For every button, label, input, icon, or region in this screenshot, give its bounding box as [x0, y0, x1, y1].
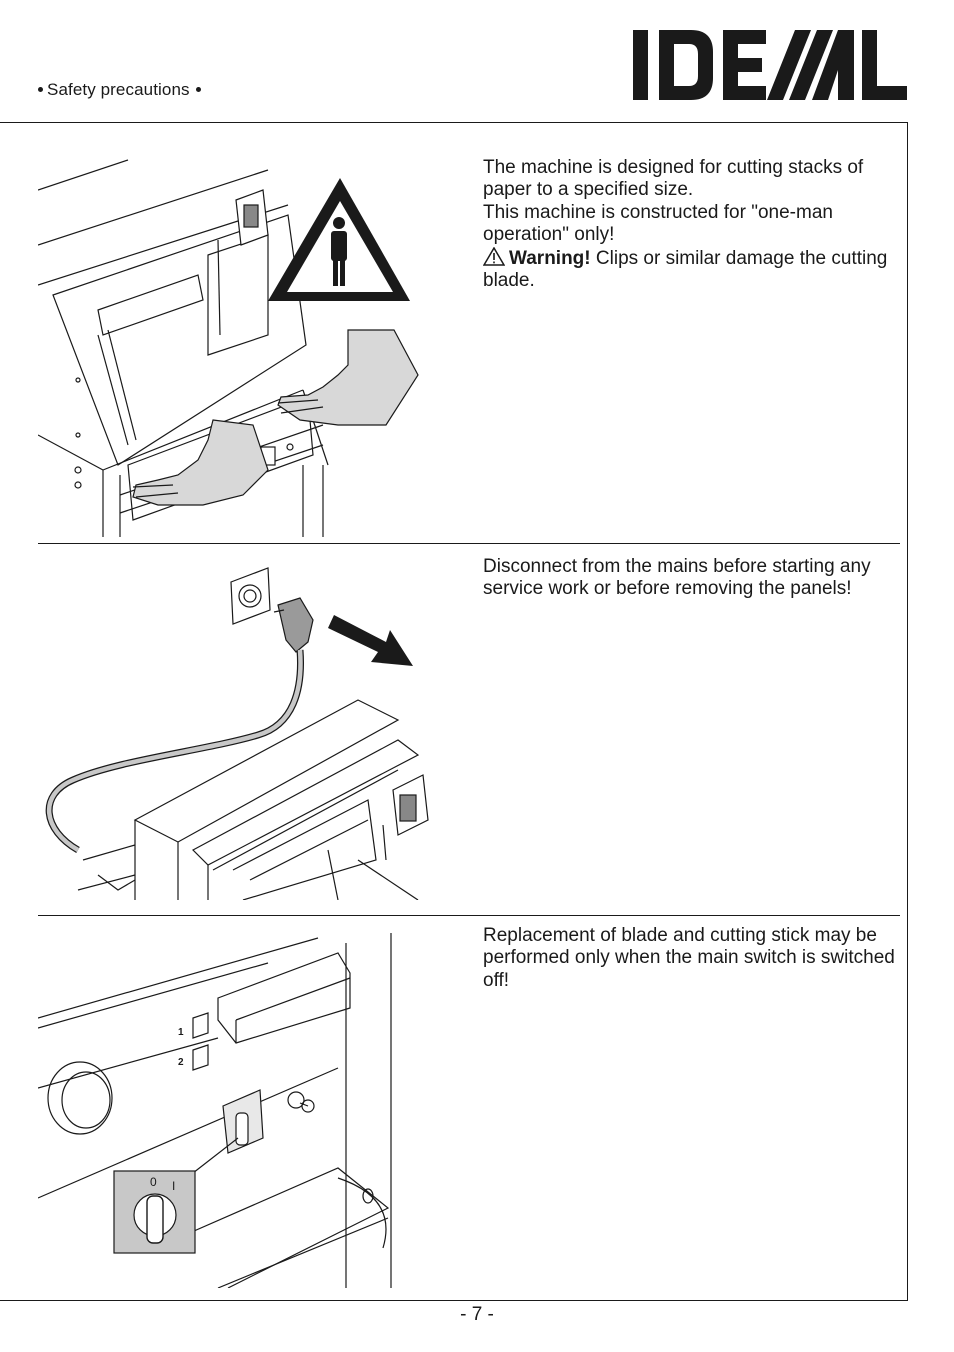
pull-arrow-icon	[328, 615, 413, 666]
switch-off-text: Replacement of blade and cutting stick m…	[483, 925, 895, 991]
warning-paragraph: Warning! Clips or similar damage the cut…	[483, 246, 898, 293]
indicator-2-label: 2	[178, 1057, 184, 1068]
switch-off-label: 0	[150, 1175, 157, 1189]
section-divider	[38, 915, 900, 916]
person-warning-icon	[268, 178, 410, 301]
bullet-icon	[195, 86, 201, 92]
frame-right-rule	[907, 122, 908, 1300]
section-divider	[38, 543, 900, 544]
section-header-label: Safety precautions	[47, 80, 190, 99]
frame-bottom-rule	[0, 1300, 908, 1301]
disconnect-mains-text: Disconnect from the mains before startin…	[483, 556, 871, 600]
switch-on-label: I	[172, 1179, 175, 1193]
switch-detail-box: 0 I	[113, 1170, 196, 1254]
two-hand-operation-illustration	[38, 159, 419, 537]
page-number: - 7 -	[460, 1304, 494, 1325]
unplug-mains-illustration	[45, 567, 429, 900]
frame-top-rule	[0, 122, 908, 123]
section-1-text: The machine is designed for cutting stac…	[483, 157, 898, 292]
bullet-icon	[38, 86, 43, 92]
warning-label: Warning!	[509, 247, 591, 269]
section-header: Safety precautions	[38, 80, 201, 100]
warning-triangle-icon	[483, 246, 505, 266]
warning-text: Clips or similar damage the cutting blad…	[483, 247, 888, 292]
section-3-text: Replacement of blade and cutting stick m…	[483, 925, 898, 992]
one-man-operation-text: This machine is constructed for "one-man…	[483, 201, 833, 246]
main-switch-illustration: 1 2 0 I	[38, 933, 392, 1288]
ideal-logo	[633, 30, 907, 100]
purpose-text: The machine is designed for cutting stac…	[483, 157, 864, 201]
section-2-text: Disconnect from the mains before startin…	[483, 556, 898, 601]
indicator-1-label: 1	[178, 1027, 184, 1038]
